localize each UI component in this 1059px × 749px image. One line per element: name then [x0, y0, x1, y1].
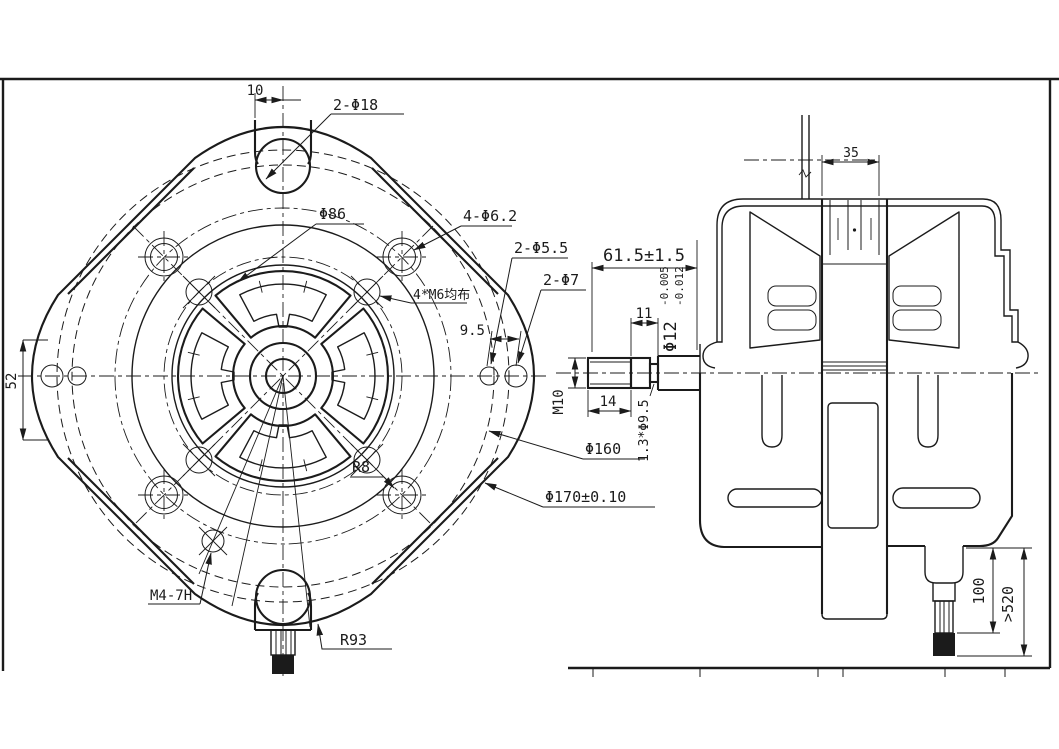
label-phi160-text: Φ160 [585, 440, 621, 458]
dim-52-text: 52 [4, 373, 20, 390]
side-view: 61.5±1.5 11 M10 14 1.3*Φ9.5 [551, 115, 1040, 657]
label-r8: R8 [350, 458, 395, 489]
front-view: 10 2-Φ18 Φ86 4-Φ6.2 2-Φ5.5 [4, 83, 655, 678]
label-r93: R93 [316, 623, 392, 650]
label-m4: M4-7H [148, 552, 212, 605]
dim-615: 61.5±1.5 [591, 240, 698, 352]
label-4phi62-text: 4-Φ6.2 [463, 207, 517, 225]
dim-35: 35 [821, 146, 880, 196]
label-phi170: Φ170±0.10 [484, 482, 655, 508]
label-m6-pattern: 4*M6均布 [379, 288, 470, 304]
dim-10-text: 10 [247, 83, 264, 99]
label-shaft-dia: Φ12 -0.005 -0.012 [658, 266, 686, 352]
label-r8-text: R8 [352, 458, 370, 476]
shaft [586, 354, 700, 392]
label-r93-text: R93 [340, 631, 367, 649]
label-2phi55-text: 2-Φ5.5 [514, 239, 568, 257]
end-shield-section [716, 198, 1019, 343]
dim-100: 100 [957, 547, 1032, 634]
stator-windings [749, 211, 960, 349]
dim-100-text: 100 [970, 577, 988, 604]
dim-520-text: >520 [999, 586, 1017, 622]
circle-phi170 [56, 149, 510, 603]
label-4phi62: 4-Φ6.2 [413, 207, 517, 251]
label-shaft-tol-upper: -0.005 [658, 266, 671, 306]
dim-14-text: 14 [600, 394, 617, 410]
label-2phi7-text: 2-Φ7 [543, 271, 579, 289]
dim-35-text: 35 [843, 146, 859, 161]
label-groove: 1.3*Φ9.5 [637, 383, 655, 462]
label-phi86-text: Φ86 [319, 205, 346, 223]
top-tab [253, 120, 313, 195]
circle-phi160 [71, 164, 495, 588]
dim-14: 14 [587, 390, 632, 417]
dim-11: 11 [630, 306, 659, 362]
label-groove-text: 1.3*Φ9.5 [637, 399, 652, 462]
lower-housing [698, 373, 1014, 549]
dim-95-text: 9.5 [460, 323, 485, 339]
label-2phi55: 2-Φ5.5 [489, 239, 568, 365]
label-2phi7: 2-Φ7 [517, 271, 586, 364]
flange-outline [30, 126, 536, 626]
side-holes [40, 364, 528, 388]
dim-m10-text: M10 [551, 389, 567, 414]
dim-11-text: 11 [636, 306, 653, 322]
front-lead-wire [270, 629, 296, 674]
label-phi170-text: Φ170±0.10 [545, 488, 626, 506]
dim-615-text: 61.5±1.5 [603, 246, 685, 266]
label-2phi18-text: 2-Φ18 [333, 96, 378, 114]
label-m4-text: M4-7H [150, 588, 192, 604]
dim-520: >520 [957, 547, 1032, 657]
label-phi86: Φ86 [237, 205, 364, 283]
label-m6-pattern-text: 4*M6均布 [413, 288, 470, 303]
dim-52: 52 [4, 339, 48, 441]
label-phi160: Φ160 [488, 430, 645, 460]
label-shaft-tol-lower: -0.012 [673, 266, 686, 306]
label-2phi18: 2-Φ18 [265, 96, 404, 180]
dim-10: 10 [247, 83, 301, 118]
label-shaft-dia-text: Φ12 [661, 321, 681, 352]
dim-m10: M10 [551, 357, 586, 415]
side-lead-wire [924, 546, 964, 656]
mounting-tongue [798, 115, 812, 199]
m4-hole [198, 526, 228, 556]
frame-tick-marks [592, 668, 1006, 677]
rotor-stack [820, 199, 889, 620]
dim-95: 9.5 [460, 323, 522, 367]
sheet-frame [0, 77, 1059, 677]
